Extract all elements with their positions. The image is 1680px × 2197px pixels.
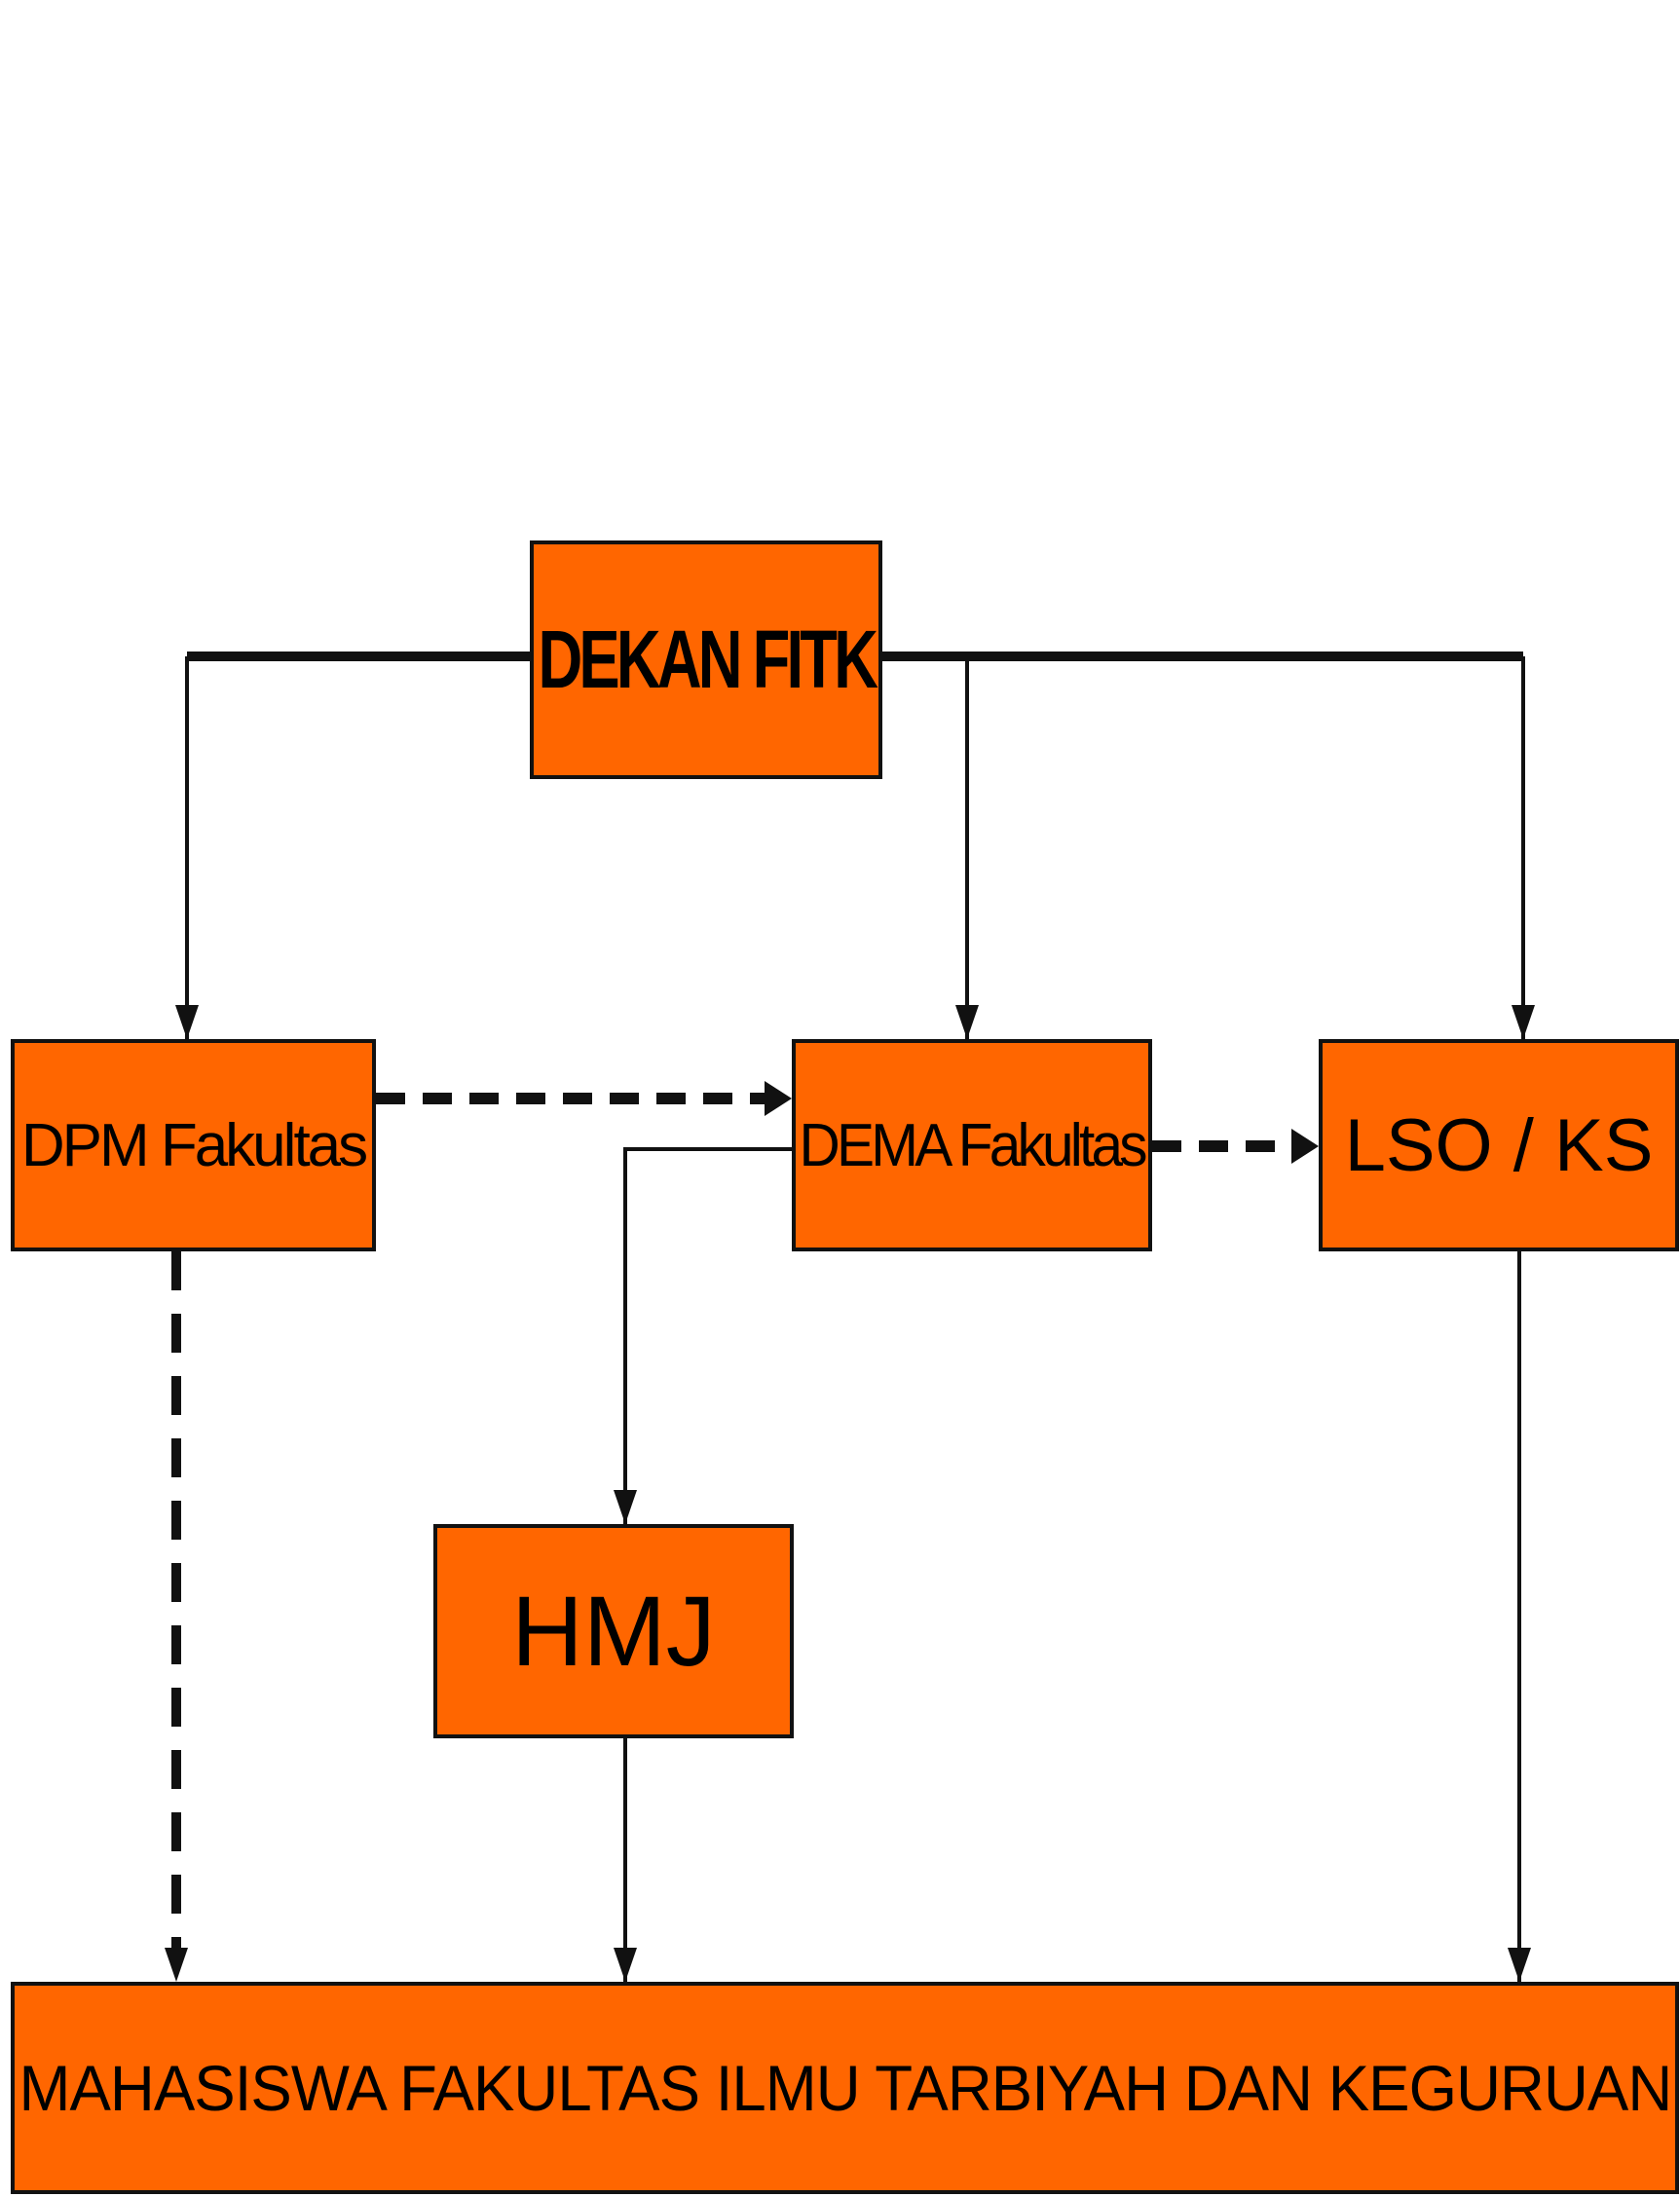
arrowhead-hmj [614, 1490, 637, 1524]
node-mahasiswa: MAHASISWA FAKULTAS ILMU TARBIYAH DAN KEG… [11, 1982, 1679, 2194]
edge-dema-to-hmj [623, 1147, 792, 1524]
node-dpm-label: DPM Fakultas [20, 1111, 368, 1179]
node-dekan-fitk: DEKAN FITK [530, 540, 882, 779]
arrowhead-hmj-mahasiswa [614, 1948, 637, 1982]
arrowhead-dema-lso [1291, 1129, 1319, 1164]
arrowhead-dpm-mahasiswa [165, 1948, 188, 1982]
arrowhead-lso-mahasiswa [1508, 1948, 1531, 1982]
arrowhead-dema [955, 1005, 979, 1039]
node-dema-fakultas: DEMA Fakultas [792, 1039, 1152, 1251]
node-dema-label: DEMA Fakultas [799, 1111, 1148, 1179]
node-mahasiswa-label: MAHASISWA FAKULTAS ILMU TARBIYAH DAN KEG… [19, 2052, 1672, 2124]
node-dpm-fakultas: DPM Fakultas [11, 1039, 376, 1251]
arrowhead-lso [1512, 1005, 1535, 1039]
node-lso-label: LSO / KS [1344, 1103, 1654, 1187]
node-dekan-label: DEKAN FITK [538, 614, 877, 705]
node-hmj-label: HMJ [511, 1575, 716, 1687]
node-lso-ks: LSO / KS [1319, 1039, 1679, 1251]
arrowhead-dpm [175, 1005, 199, 1039]
arrowhead-dpm-dema [765, 1081, 792, 1116]
node-hmj: HMJ [433, 1524, 794, 1738]
